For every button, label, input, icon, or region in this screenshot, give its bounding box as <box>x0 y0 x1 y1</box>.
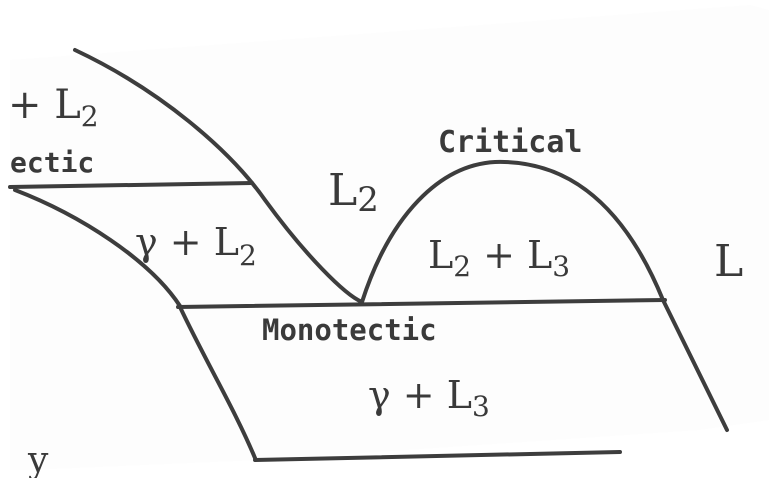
label-l2-l3: L2 + L3 <box>428 233 570 283</box>
label-gamma-l2: γ + L2 <box>135 220 257 272</box>
label-l2-l3-a-sub: 2 <box>453 250 471 283</box>
label-gamma-l2-prefix: γ + L <box>135 220 239 264</box>
label-l2-region-sub: 2 <box>357 180 379 220</box>
label-gamma-l2-sub: 2 <box>239 239 257 272</box>
label-gamma-l3: γ + L3 <box>368 373 490 423</box>
label-l2-region: L2 <box>328 165 379 220</box>
solvus-lower-curve <box>178 305 257 460</box>
label-gamma-l3-prefix: γ + L <box>368 373 472 417</box>
label-gamma-l3-sub: 3 <box>472 390 490 423</box>
monotectic-line <box>176 298 667 309</box>
label-gamma-l2-top-prefix: + L <box>8 82 81 128</box>
label-l2-l3-mid: + L <box>471 233 552 277</box>
label-gamma-l2-top-sub: 2 <box>81 100 99 133</box>
label-gamma-bottom: y <box>27 440 49 478</box>
label-gamma-l2-top: + L2 <box>8 82 99 133</box>
liquidus-left-curve <box>73 48 364 304</box>
right-boundary-curve <box>661 298 729 432</box>
label-l2-l3-b-sub: 3 <box>552 250 570 283</box>
miscibility-gap-dome <box>360 159 665 304</box>
label-eutectic-partial: ectic <box>10 146 94 179</box>
solvus-left-curve <box>13 188 182 308</box>
label-l2-l3-a: L <box>428 233 453 277</box>
label-l2-region-main: L <box>328 165 357 216</box>
label-monotectic: Monotectic <box>262 313 437 347</box>
label-critical: Critical <box>438 125 583 160</box>
label-l3-right: L <box>714 236 743 287</box>
eutectic-line <box>8 181 254 189</box>
bottom-line <box>253 450 622 462</box>
